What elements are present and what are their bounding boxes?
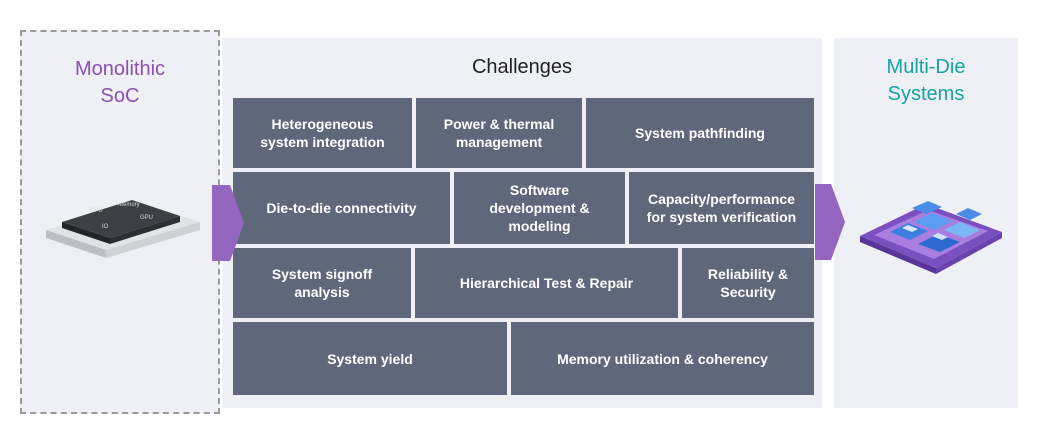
- chip-label-gpu: GPU: [140, 215, 153, 221]
- monolithic-soc-panel: Monolithic SoC CPU Memory IO GPU: [20, 30, 220, 414]
- challenge-memory-coherency: Memory utilization & coherency: [511, 322, 814, 395]
- challenges-grid: Heterogeneous system integration Power &…: [233, 98, 814, 395]
- challenge-signoff-analysis: System signoff analysis: [233, 248, 411, 318]
- challenge-die-to-die: Die-to-die connectivity: [233, 172, 450, 244]
- multi-die-chip-illustration: [860, 201, 1002, 274]
- challenges-title: Challenges: [471, 56, 573, 78]
- challenge-software-modeling: Software development & modeling: [454, 172, 625, 244]
- challenge-capacity-verification: Capacity/performance for system verifica…: [629, 172, 814, 244]
- challenge-system-yield: System yield: [233, 322, 507, 395]
- monolithic-chip-illustration: CPU Memory IO GPU: [46, 200, 200, 258]
- chip-label-memory: Memory: [118, 202, 140, 208]
- chip-label-cpu: CPU: [90, 208, 103, 214]
- chip-label-io: IO: [102, 224, 109, 230]
- multi-die-panel: Multi-Die Systems: [834, 38, 1018, 408]
- monolithic-soc-title: Monolithic SoC: [74, 58, 166, 107]
- challenge-test-repair: Hierarchical Test & Repair: [415, 248, 678, 318]
- arrow-right-icon: [212, 185, 244, 261]
- multi-die-title: Multi-Die Systems: [886, 56, 966, 105]
- challenge-reliability-security: Reliability & Security: [682, 248, 814, 318]
- challenge-system-pathfinding: System pathfinding: [586, 98, 814, 168]
- challenge-heterogeneous-integration: Heterogeneous system integration: [233, 98, 412, 168]
- challenge-power-thermal: Power & thermal management: [416, 98, 582, 168]
- arrow-right-icon: [815, 184, 845, 260]
